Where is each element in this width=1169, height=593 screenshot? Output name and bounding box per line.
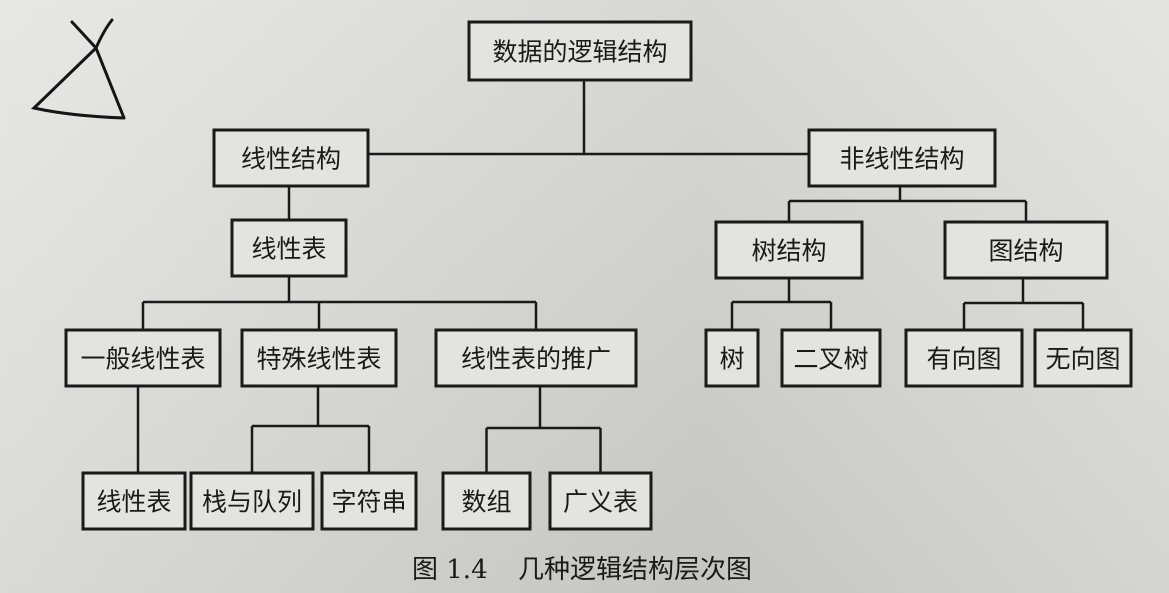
node-box	[64, 328, 222, 388]
node-box	[904, 328, 1024, 388]
node-label: 特殊线性表	[256, 345, 381, 374]
node-label: 栈与队列	[202, 488, 302, 517]
node-box	[943, 220, 1109, 280]
nodes-layer: 数据的逻辑结构线性结构非线性结构线性表一般线性表特殊线性表线性表的推广线性表栈与…	[64, 20, 1133, 531]
handwritten-scribble	[30, 18, 126, 120]
node-box	[467, 20, 693, 82]
node-label: 无向图	[1045, 345, 1120, 374]
edges-layer	[136, 80, 1085, 473]
node-label: 有向图	[926, 345, 1001, 374]
node-label: 线性结构	[241, 145, 341, 174]
node-general-list: 一般线性表	[64, 328, 222, 388]
node-box	[807, 128, 997, 188]
node-undirected: 无向图	[1033, 328, 1133, 388]
node-box	[212, 128, 370, 188]
node-general-list-leaf: 线性表	[81, 471, 187, 531]
node-graph-struct: 图结构	[943, 220, 1109, 280]
node-box	[320, 471, 418, 531]
node-box	[434, 328, 638, 388]
node-label: 树	[719, 345, 744, 374]
node-box	[548, 471, 653, 531]
node-linear-list: 线性表	[230, 218, 348, 278]
node-label: 图结构	[988, 237, 1063, 266]
node-box	[189, 471, 315, 531]
node-label: 广义表	[563, 488, 638, 517]
node-list-ext: 线性表的推广	[434, 328, 638, 388]
node-tree-struct: 树结构	[714, 220, 864, 280]
node-label: 数组	[461, 488, 511, 517]
node-string: 字符串	[320, 471, 418, 531]
caption-title: 几种逻辑结构层次图	[518, 555, 752, 585]
node-directed: 有向图	[904, 328, 1024, 388]
node-binary-tree: 二叉树	[780, 328, 882, 388]
node-box	[704, 328, 760, 388]
node-box	[441, 471, 532, 531]
node-nonlinear: 非线性结构	[807, 128, 997, 188]
node-label: 二叉树	[793, 345, 868, 374]
node-root: 数据的逻辑结构	[467, 20, 693, 82]
node-label: 线性表	[96, 488, 171, 517]
node-label: 非线性结构	[839, 145, 964, 174]
node-label: 一般线性表	[80, 345, 205, 374]
node-tree: 树	[704, 328, 760, 388]
node-linear: 线性结构	[212, 128, 370, 188]
node-label: 树结构	[751, 237, 826, 266]
figure-caption: 图 1.4 几种逻辑结构层次图	[412, 555, 752, 585]
node-label: 字符串	[331, 488, 406, 517]
node-label: 数据的逻辑结构	[492, 38, 667, 67]
node-box	[230, 218, 348, 278]
node-box	[714, 220, 864, 280]
node-label: 线性表	[251, 235, 326, 264]
node-box	[780, 328, 882, 388]
node-array: 数组	[441, 471, 532, 531]
node-special-list: 特殊线性表	[240, 328, 398, 388]
node-stack-queue: 栈与队列	[189, 471, 315, 531]
node-label: 线性表的推广	[461, 345, 611, 374]
node-box	[81, 471, 187, 531]
node-box	[1033, 328, 1133, 388]
node-gen-list: 广义表	[548, 471, 653, 531]
node-box	[240, 328, 398, 388]
caption-number: 图 1.4	[412, 555, 488, 585]
